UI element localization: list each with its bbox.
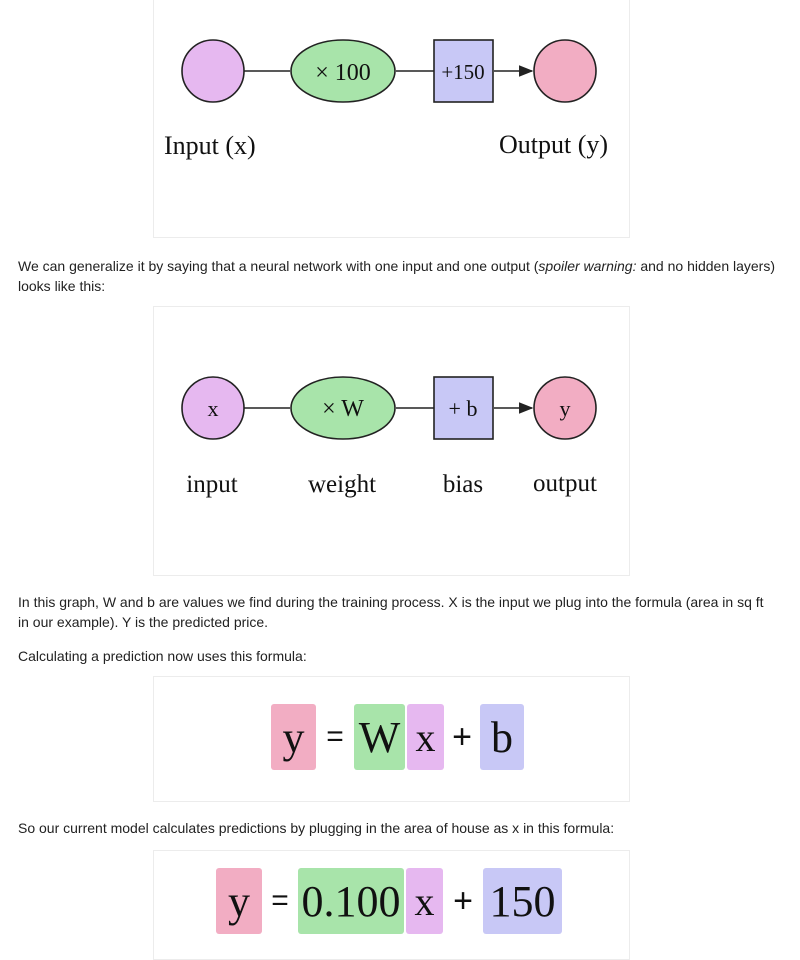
bias-caption: bias [443,471,483,498]
formula2-bias-box: 150 [483,868,562,934]
input-node [181,39,245,103]
input-node [181,376,245,440]
paragraph-current-model: So our current model calculates predicti… [18,820,615,836]
formula2-bias: 150 [489,876,556,926]
network-diagram-2: x × W + b y input weight bias output [181,376,597,498]
network-diagram-1: × 100 +150 Input (x) Output (y) [164,39,608,160]
paragraph-calculating: Calculating a prediction now uses this f… [18,648,307,664]
paragraph-graph-explanation: In this graph, W and b are values we fin… [18,594,764,630]
formula-panel-1: y = W x + b [153,676,630,802]
bias-label: +150 [441,60,484,84]
formula2-weight-box: 0.100 [298,868,404,934]
paragraph-generalize-text-start: We can generalize it by saying that a ne… [18,258,539,274]
diagram-panel-1: × 100 +150 Input (x) Output (y) [153,0,630,238]
formula-y: y [282,712,305,762]
formula-b-box: b [480,704,524,770]
formula-plus: + [452,717,472,756]
formula2-equals: = [271,884,289,917]
bias-node [433,376,494,440]
input-caption: Input (x) [164,131,256,160]
formula-current-model: y = 0.100 x + 150 [216,868,562,934]
weight-label: × 100 [315,60,371,86]
formula2-x-box: x [406,868,443,934]
formula2-plus: + [453,881,473,920]
weight-caption: weight [308,471,376,498]
formula-equals: = [326,720,344,753]
weight-node [290,376,396,440]
formula-x: x [415,714,436,760]
output-node [533,39,597,103]
input-caption: input [186,471,237,498]
formula-panel-2: y = 0.100 x + 150 [153,850,630,960]
formula-w: W [358,712,401,762]
formula2-y-box: y [216,868,262,934]
paragraph-generalize: We can generalize it by saying that a ne… [18,256,778,296]
weight-node [290,39,396,103]
formula-general: y = W x + b [271,704,524,770]
diagram-panel-2: x × W + b y input weight bias output [153,306,630,576]
output-node [533,376,597,440]
output-caption: output [533,470,597,497]
formula-w-box: W [354,704,405,770]
bias-node-label: + b [449,396,478,421]
output-node-label: y [560,396,571,421]
formula-y-box: y [271,704,316,770]
weight-node-label: × W [322,396,364,422]
formula-b: b [491,712,513,762]
formula-x-box: x [407,704,444,770]
formula2-y: y [228,876,250,926]
bias-node [433,39,494,103]
spoiler-warning-emphasis: spoiler warning: [538,258,637,274]
input-node-label: x [208,396,219,421]
formula2-x: x [414,878,435,924]
paragraph-generalize-text-end: and no hidden layers) looks like this: [18,258,776,294]
formula2-weight: 0.100 [301,876,401,926]
output-caption: Output (y) [499,130,608,159]
